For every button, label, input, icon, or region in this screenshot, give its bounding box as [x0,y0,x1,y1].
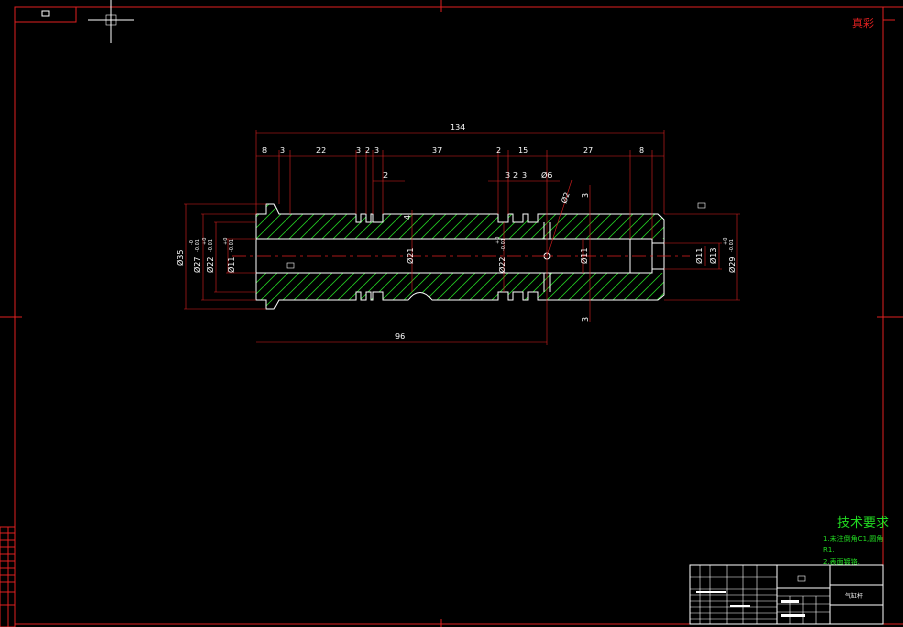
left-diameter-lines [184,203,266,310]
top-dimensions [255,130,665,345]
dim-d11-tol-upper: +0 [223,238,229,245]
dim-d27: Ø27 [192,257,202,273]
title-block: 气缸杆 [689,564,884,625]
dim-d27-tol-upper: -0 [189,240,195,245]
dim-d29-tol-upper: +0 [723,238,729,245]
stamp-text: 真彩 [852,16,874,30]
dim-groove-2a: 2 [383,171,388,180]
top-left-tab [14,6,77,23]
dim-d13-right: Ø13 [708,248,718,264]
dim-groove-2b: 2 [513,171,518,180]
tech-req-line-3: 2.表面镀铬. [823,557,860,566]
mid-diameter-labels: Ø21 Ø22 +0 -0.01 Ø11 [405,222,589,292]
tech-req-title: 技术要求 [837,516,889,531]
dim-d22-mid: Ø22 [497,257,507,273]
dim-seg-6: 3 [374,146,379,155]
dim-seg-4: 3 [356,146,361,155]
dim-seg-11: 8 [639,146,644,155]
dim-d11-right: Ø11 [694,248,704,264]
dim-d35: Ø35 [175,250,185,266]
dim-d22-mid-tol-upper: +0 [495,237,501,244]
tech-req-line-2: R1. [823,546,835,554]
right-diameter-labels: Ø11 Ø13 Ø29 +0 -0.01 [694,238,737,273]
dim-d27-tol-lower: -0.01 [195,239,201,252]
dim-d22-tol-upper: +0 [202,238,208,245]
dim-groove-3b: 3 [522,171,527,180]
title-block-part-name: 气缸杆 [845,592,863,600]
dim-d21: Ø21 [405,248,415,264]
shaft-body [255,203,665,310]
left-ruler-marks [0,526,16,627]
lower-hatch [256,273,664,309]
dim-hole-d2: Ø2 [558,191,571,205]
dim-overall-length: 134 [450,123,465,132]
dim-d11-tol-lower: -0.01 [229,239,235,252]
dim-seg-10: 27 [583,146,593,155]
dim-seg-7: 37 [432,146,442,155]
dim-d11-left: Ø11 [226,257,236,273]
dim-d11-mid: Ø11 [579,248,589,264]
dim-seg-1: 8 [262,146,267,155]
dim-seg-2: 3 [280,146,285,155]
dim-seg-5: 2 [365,146,370,155]
crosshair-cursor[interactable] [88,0,134,43]
right-diameter-lines [664,202,740,301]
dim-seg-8: 2 [496,146,501,155]
dim-d29: Ø29 [727,257,737,273]
dim-small-top: 3 [581,193,590,198]
upper-hatch [256,204,664,239]
dim-groove-3a: 3 [505,171,510,180]
tech-req-line-1: 1.未注倒角C1,圆角 [823,534,883,543]
dim-d29-tol-lower: -0.01 [729,239,735,252]
dim-d22: Ø22 [205,257,215,273]
dim-hole-d6: Ø6 [541,170,552,180]
dim-seg-3: 22 [316,146,326,155]
dim-d22-mid-tol-lower: -0.01 [501,238,507,251]
left-diameter-labels: Ø35 Ø27 -0 -0.01 Ø22 +0 -0.01 Ø11 +0 -0.… [175,238,236,273]
dim-seg-9: 15 [518,146,528,155]
dim-bottom-length: 96 [395,332,405,341]
dim-small-bottom: 3 [581,317,590,322]
technical-requirements: 技术要求 1.未注倒角C1,圆角 R1. 2.表面镀铬. [823,516,889,566]
dim-groove-depth: 4 [403,215,412,220]
dim-d22-tol-lower: -0.01 [208,239,214,252]
